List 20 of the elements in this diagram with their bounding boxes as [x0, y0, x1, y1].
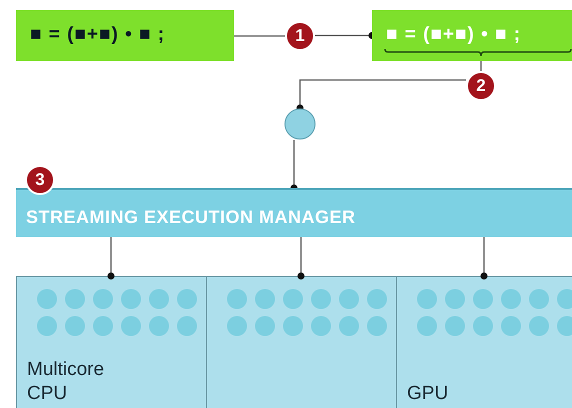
- code-box: [372, 10, 572, 61]
- connector-line: [480, 237, 488, 280]
- processor-box: [206, 276, 396, 408]
- manager-bar: [16, 188, 572, 237]
- connector-line: [298, 237, 304, 280]
- processor-box: [16, 276, 206, 408]
- callout-number: 3: [25, 165, 55, 195]
- callout-number: 1: [285, 21, 315, 51]
- processor-label: GPU: [407, 382, 450, 406]
- code-statement: ■ = (■+■) • ■ ;: [386, 23, 522, 48]
- code-box: [16, 10, 234, 61]
- callout-number: 2: [466, 71, 496, 101]
- connector-line: [108, 237, 114, 280]
- connector-line: [480, 61, 482, 71]
- processor-label: Multicore CPU: [27, 358, 106, 406]
- bar-title: STREAMING EXECUTION MANAGER: [26, 206, 356, 229]
- connector-line: [234, 35, 285, 37]
- processor-box: [396, 276, 572, 408]
- code-statement: ■ = (■+■) • ■ ;: [30, 23, 166, 48]
- connector-line: [296, 79, 466, 112]
